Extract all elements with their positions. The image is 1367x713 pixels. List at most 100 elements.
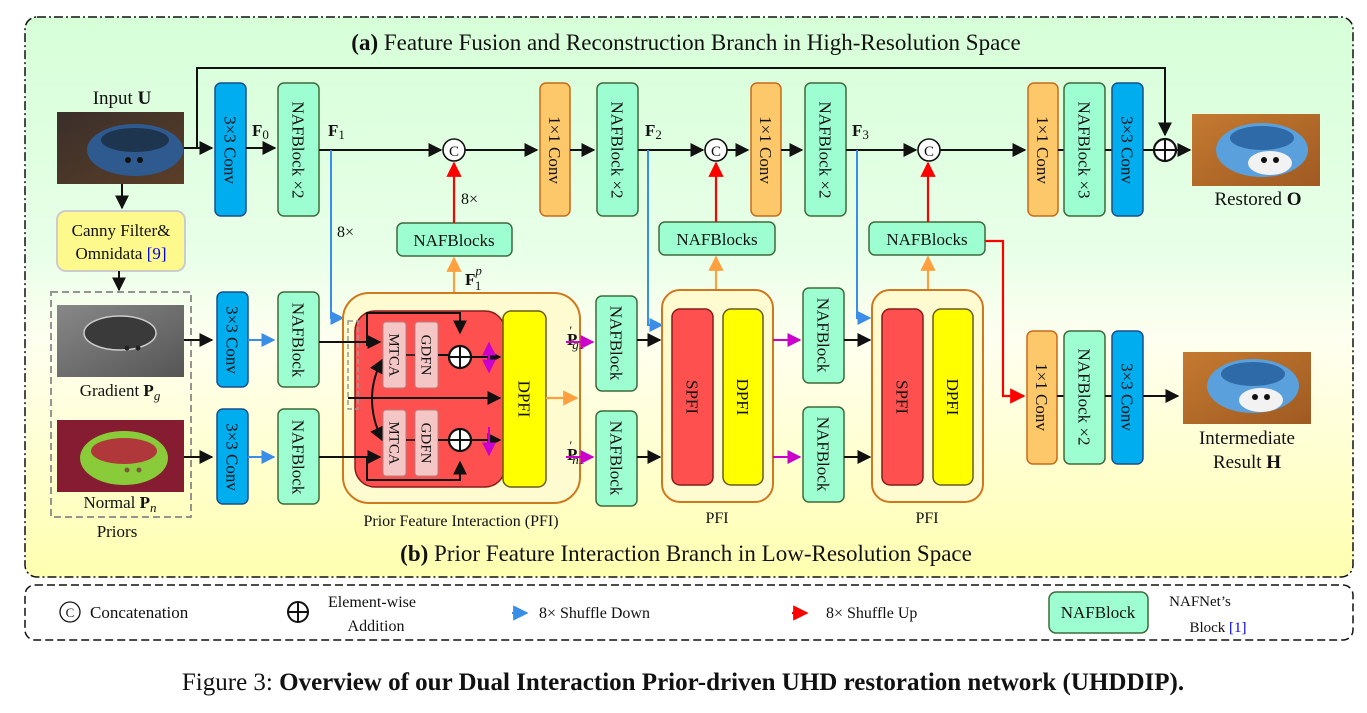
intermediate-label-2: Result H (1213, 452, 1281, 473)
global-skip-connection (196, 67, 1172, 148)
input-label: Input U (93, 88, 152, 109)
nafblock-x2-bottom-label: NAFBlock ×2 (1075, 349, 1094, 446)
conv3x3-input (214, 82, 247, 217)
shuffle-down-f3 (856, 150, 872, 325)
canny-label: Canny Filter& (72, 221, 171, 240)
omnidata-label: Omnidata [9] (75, 244, 166, 263)
nafblock-pg1-label: NAFBlock (607, 306, 626, 381)
shuffle-down-f1 (330, 150, 345, 325)
pfi-3-caption: PFI (915, 510, 938, 527)
conv1x1-bottom-tail (1026, 330, 1058, 465)
nafblocks-mid-3-label: NAFBlocks (886, 230, 967, 249)
shuffle-up-scale-label: 8× (461, 191, 478, 208)
legend-nafblock-box (1048, 591, 1149, 634)
legend-add-label-1: Element-wise (328, 594, 416, 611)
nafblock-pn1-label: NAFBlock (607, 421, 626, 496)
mtca-bottom-label: MTCA (386, 421, 402, 465)
add-node-output (1152, 137, 1178, 163)
nafblock-x2-top-1-label: NAFBlock ×2 (289, 102, 308, 199)
nafblock-x2-top-2-label: NAFBlock ×2 (608, 102, 627, 199)
gdfn-bottom (414, 409, 439, 477)
residual-bottom (366, 457, 467, 481)
intermediate-label-1: Intermediate (1199, 428, 1295, 449)
conv3x3-normal-label: 3×3 Conv (223, 423, 242, 491)
legend-add-label-2: Addition (348, 618, 405, 635)
concat-node-3-label: C (924, 144, 934, 160)
pfi-2-caption: PFI (705, 510, 728, 527)
mtca-top-label: MTCA (386, 333, 402, 377)
dpfi-1-label: DPFI (515, 381, 534, 418)
f3-label: F3 (852, 121, 869, 142)
outer-dashdot-frame (24, 16, 1354, 578)
conv3x3-bottom-tail-label: 3×3 Conv (1118, 363, 1137, 431)
dpfi-3-label: DPFI (943, 379, 962, 416)
legend-add-icon (287, 601, 309, 623)
nafblocks-mid-1-label: NAFBlocks (413, 231, 494, 250)
normal-prior-image (57, 420, 184, 492)
conv3x3-gradient-label: 3×3 Conv (223, 306, 242, 374)
legend-shuffle-down-label: 8× Shuffle Down (539, 605, 650, 622)
spfi-3 (881, 308, 924, 486)
figure-caption: Figure 3: Overview of our Dual Interacti… (182, 669, 1184, 696)
f2-label: F2 (645, 121, 662, 142)
nafblock-pg1 (595, 295, 638, 392)
f0-label: F0 (252, 121, 269, 142)
intermediate-image (1183, 352, 1311, 424)
nafblock-x2-bottom (1063, 330, 1106, 465)
conv1x1-top-2-label: 1×1 Conv (756, 116, 775, 184)
concat-node-1-label: C (449, 144, 459, 160)
dpfi-3 (932, 308, 974, 486)
input-image (57, 112, 184, 184)
concat-node-2-label: C (711, 144, 721, 160)
spfi-2-label: SPFI (683, 380, 702, 414)
legend-concat-icon (59, 601, 81, 623)
conv1x1-top-1-label: 1×1 Conv (545, 116, 564, 184)
legend-concat-label: Concatenation (90, 603, 189, 622)
legend-naf-desc-1: NAFNet’s (1169, 594, 1231, 610)
shuffle-up-intermediate (985, 239, 1026, 404)
priors-box (50, 291, 192, 518)
dpfi-2-label: DPFI (733, 379, 752, 416)
legend-nafblock-label: NAFBlock (1061, 603, 1136, 622)
shuffle-down-f2 (647, 150, 664, 332)
spfi-3-label: SPFI (893, 380, 912, 414)
gdfn-top-label: GDFN (418, 335, 434, 376)
branch-a-title: (a) Feature Fusion and Reconstruction Br… (351, 30, 1020, 55)
mtca-bottom (382, 409, 407, 477)
add-node-top (447, 344, 473, 370)
conv3x3-top-tail-label: 3×3 Conv (1118, 116, 1137, 184)
restored-label: Restored O (1214, 189, 1301, 210)
conv3x3-input-label: 3×3 Conv (221, 116, 240, 184)
nafblock-mid-top-label: NAFBlock (814, 298, 833, 373)
nafblock-mid-top (802, 287, 845, 384)
normal-label: Normal Pn (83, 493, 156, 515)
branch-b-title: (b) Prior Feature Interaction Branch in … (400, 541, 972, 566)
nafblock-x2-top-3-label: NAFBlock ×2 (816, 102, 835, 199)
conv1x1-bottom-tail-label: 1×1 Conv (1032, 363, 1051, 431)
nafblock-pn1 (595, 410, 638, 507)
spfi-2 (671, 308, 714, 486)
nafblock-x3-top-label: NAFBlock ×3 (1075, 102, 1094, 199)
residual-top (366, 312, 467, 346)
gdfn-bottom-label: GDFN (418, 423, 434, 464)
conv1x1-top-tail-label: 1×1 Conv (1033, 116, 1052, 184)
legend-concat-icon-label: C (66, 605, 75, 620)
pfi-1-caption: Prior Feature Interaction (PFI) (363, 513, 558, 530)
nafblock-mid-bottom (802, 406, 845, 503)
priors-label: Priors (97, 522, 138, 541)
canny-omnidata-box (56, 210, 186, 272)
nafblock-normal-label: NAFBlock (289, 420, 308, 495)
nafblock-gradient-label: NAFBlock (289, 303, 308, 378)
nafblock-gradient (277, 291, 320, 388)
cross-attention-link (369, 358, 383, 442)
add-node-bottom (447, 427, 473, 453)
gradient-prior-image (57, 305, 184, 377)
dpfi-2 (722, 308, 764, 486)
dashed-bracket (347, 320, 359, 410)
shuffle-down-scale-label: 8× (337, 224, 354, 241)
legend-box (24, 584, 1354, 641)
legend-naf-desc-2: Block [1] (1189, 620, 1246, 636)
conv3x3-bottom-tail (1111, 330, 1144, 465)
